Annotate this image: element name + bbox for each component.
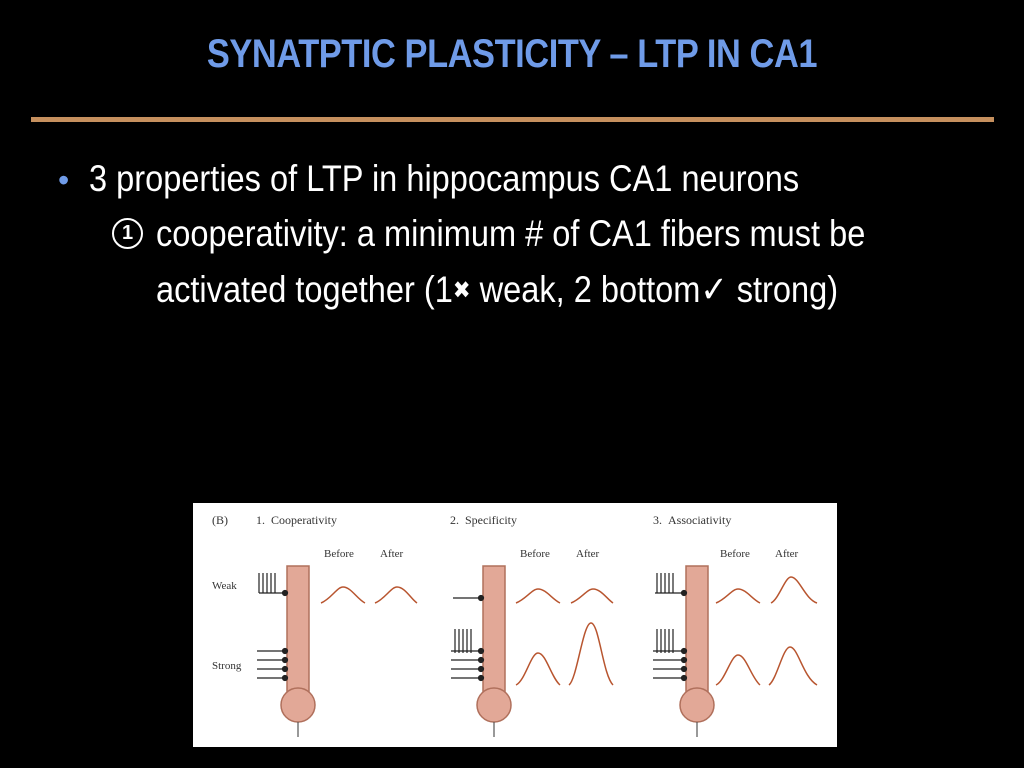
panel-3-strong-input: [653, 629, 688, 682]
panel-2-number: 2.: [450, 513, 459, 527]
weak-label: Weak: [212, 580, 237, 592]
panel-2-title: Specificity: [465, 513, 517, 527]
panel-1-weak-before-trace: [320, 586, 366, 604]
panel-3-number: 3.: [653, 513, 662, 527]
sub-point-text-c: strong): [727, 269, 839, 310]
bullet-text: 3 properties of LTP in hippocampus CA1 n…: [89, 158, 800, 199]
sub-point-line-1: cooperativity: a minimum # of CA1 fibers…: [156, 213, 866, 254]
circled-one-icon: 1: [112, 218, 143, 249]
panel-1-weak-after-trace: [374, 586, 418, 604]
panel-2-strong-before-trace: [515, 652, 561, 686]
ltp-figure: (B) 1. Cooperativity 2. Specificity 3. A…: [193, 503, 837, 747]
strong-label: Strong: [212, 660, 242, 672]
panel-3-strong-before-trace: [715, 654, 761, 686]
panel-2-strong-input: [451, 629, 485, 682]
bullet-marker: •: [58, 162, 70, 198]
panel-3-before-label: Before: [720, 548, 750, 560]
cross-mark-icon: ✖: [452, 277, 471, 304]
panel-1-before-label: Before: [324, 548, 354, 560]
panel-2-strong-after-trace: [568, 622, 614, 686]
panel-1-weak-input: [258, 573, 289, 597]
panel-2-weak-input: [453, 594, 485, 602]
sub-point-text-b: weak, 2 bottom: [470, 269, 701, 310]
panel-2-before-label: Before: [520, 548, 550, 560]
sub-point-line-2: activated together (1✖ weak, 2 bottom✓ s…: [156, 268, 838, 311]
panel-3-title: Associativity: [668, 513, 731, 527]
title-divider: [31, 117, 994, 122]
neuron-1: [280, 565, 316, 737]
neuron-3: [679, 565, 715, 737]
check-mark-icon: ✓: [700, 269, 728, 310]
panel-1-title: Cooperativity: [271, 513, 337, 527]
panel-1-after-label: After: [380, 548, 404, 560]
ltp-figure-svg: (B) 1. Cooperativity 2. Specificity 3. A…: [212, 513, 818, 737]
panel-3-weak-after-trace: [770, 576, 818, 604]
panel-3-weak-input: [655, 573, 688, 597]
panel-3-after-label: After: [775, 548, 799, 560]
neuron-2: [476, 565, 512, 737]
panel-2-weak-after-trace: [570, 588, 614, 604]
panel-1-strong-input: [257, 647, 289, 682]
panel-3-weak-before-trace: [715, 588, 761, 604]
sub-point-text-a: activated together (1: [156, 269, 453, 310]
panel-2-weak-before-trace: [515, 588, 561, 604]
panel-3-strong-after-trace: [768, 646, 818, 686]
figure-panel-label: (B): [212, 513, 228, 527]
panel-2-after-label: After: [576, 548, 600, 560]
slide-title: SYNATPTIC PLASTICITY – LTP IN CA1: [206, 32, 818, 76]
circled-number: 1: [121, 222, 134, 244]
panel-1-number: 1.: [256, 513, 265, 527]
